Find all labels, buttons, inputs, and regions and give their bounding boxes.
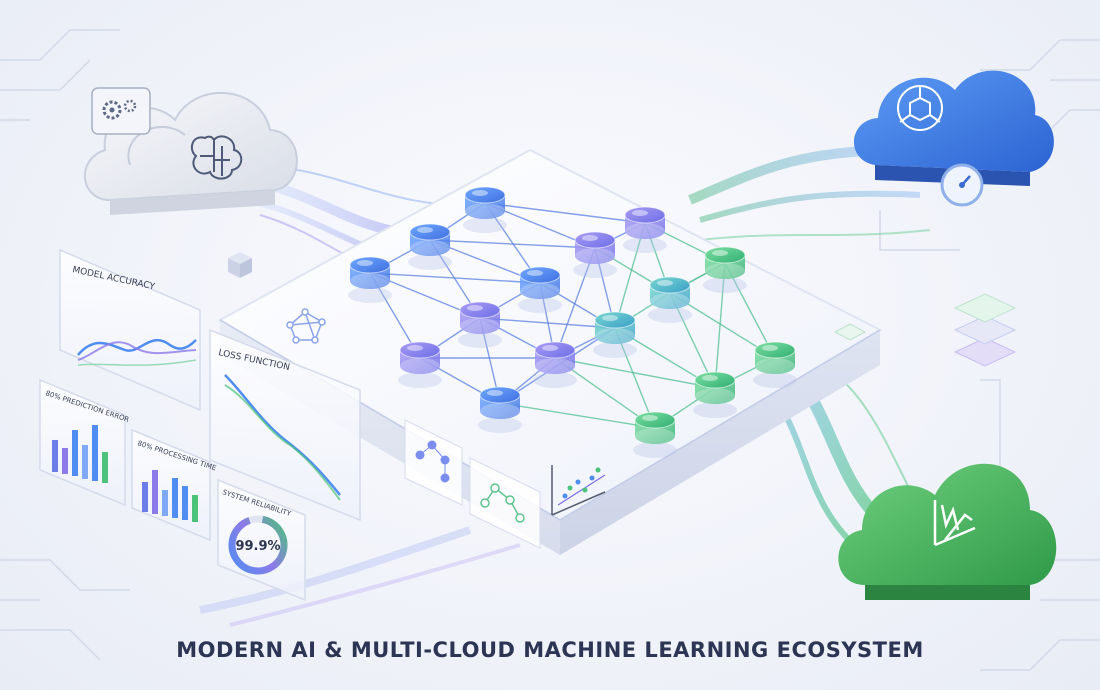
network-node <box>753 341 797 388</box>
network-edge <box>554 357 716 389</box>
scatter-plot-icon <box>551 465 606 516</box>
panel-model-accuracy: MODEL ACCURACY <box>59 248 201 412</box>
network-edge <box>429 239 596 249</box>
panel-processing-time: 80% PROCESSING TIME <box>131 428 217 542</box>
network-node <box>348 256 392 303</box>
network-node <box>398 341 442 388</box>
reliability-gauge: 99.9% <box>228 515 288 575</box>
network-edge <box>714 262 726 389</box>
tree-graph-icon <box>415 440 450 483</box>
network-node <box>623 206 667 253</box>
hierarchy-icon <box>480 483 525 523</box>
panel-system-reliability: SYSTEM RELIABILITY 99.9% <box>217 478 306 602</box>
network-node <box>478 386 522 433</box>
network-node <box>693 371 737 418</box>
analytics-chart-icon <box>933 500 976 547</box>
cloud-right-bottom <box>838 463 1057 600</box>
network-node <box>408 223 452 270</box>
small-network-icon <box>286 308 326 344</box>
network-edge <box>484 202 646 224</box>
network-edge <box>614 327 656 429</box>
panel-loss-function: LOSS FUNCTION <box>209 328 361 522</box>
network-edge <box>499 402 656 429</box>
gauge-icon <box>940 163 984 207</box>
cube-network-icon <box>897 85 943 131</box>
processing-time-bars <box>142 470 198 522</box>
floating-plate <box>833 323 867 341</box>
reliability-value: 99.9% <box>235 539 280 554</box>
network-node <box>518 266 562 313</box>
panel-prediction-error: 80% PREDICTION ERROR <box>39 378 130 507</box>
network-edge <box>479 317 616 329</box>
network-edge <box>614 222 646 329</box>
floating-cube <box>228 252 252 278</box>
network-node <box>633 411 677 458</box>
network-node <box>533 341 577 388</box>
network-node <box>573 231 617 278</box>
cloud-right-top <box>853 70 1054 207</box>
gears-icon <box>91 87 151 135</box>
network-node <box>703 246 747 293</box>
network-node <box>458 301 502 348</box>
data-flow-bottom <box>199 526 521 627</box>
network-node <box>593 311 637 358</box>
network-edge <box>724 262 776 359</box>
brain-icon <box>190 135 243 180</box>
network-edge <box>554 247 596 359</box>
network-nodes <box>348 186 797 458</box>
network-node <box>648 276 692 323</box>
network-node <box>463 186 507 233</box>
platform-card-graph <box>404 419 463 506</box>
page-title: MODERN AI & MULTI-CLOUD MACHINE LEARNING… <box>176 638 924 662</box>
circuit-traces <box>0 29 1100 671</box>
prediction-error-bars <box>52 425 108 483</box>
cloud-left <box>83 87 298 215</box>
stacked-layers-icon <box>953 293 1017 367</box>
platform-card-tree <box>469 457 541 549</box>
